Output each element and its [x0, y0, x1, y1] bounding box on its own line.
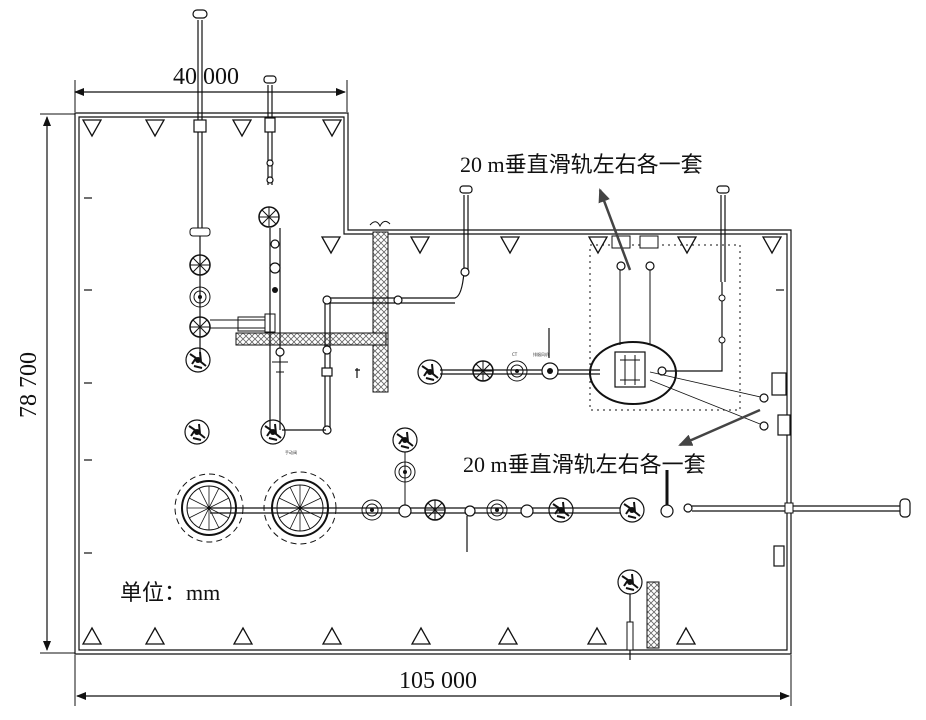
height-label: 78 700: [16, 352, 42, 418]
left-equipment-column: [185, 227, 276, 373]
dashed-room: [589, 235, 766, 427]
fan-icon: [472, 360, 494, 382]
minor-label: 排烟风机: [533, 351, 549, 357]
fan-icon: [189, 316, 211, 338]
middle-pipes: [282, 267, 470, 435]
top-width-label: 40 000: [173, 64, 239, 90]
arrow-icon: [598, 188, 632, 271]
valve-icon: [260, 419, 286, 445]
height-dimension: 78 700: [16, 113, 75, 654]
central-row: CT 排烟风机: [417, 328, 600, 385]
hatched-wall-icon: [235, 231, 660, 649]
second-equipment-column: 手动阀: [258, 206, 297, 455]
minor-label: 手动阀: [285, 449, 297, 455]
minor-label: CT: [512, 352, 518, 357]
bottom-nozzle: [617, 569, 643, 660]
rail-upper-annotation: 20 m垂直滑轨左右各一套: [460, 152, 703, 177]
valve-icon: [185, 347, 211, 373]
triangle-marker-icon: [82, 119, 782, 645]
unit-label: 单位：mm: [120, 580, 220, 605]
fan-icon: [258, 206, 280, 228]
bottom-width-dimension: 105 000: [74, 655, 792, 706]
valve-icon: [506, 360, 528, 382]
fan-icon: [263, 471, 337, 545]
fan-icon: [189, 254, 211, 276]
valve-icon: [417, 359, 443, 385]
bottom-width-label: 105 000: [399, 668, 477, 694]
wall-ticks: [84, 197, 784, 554]
right-wall-equipment: [759, 372, 791, 567]
lower-row: [174, 419, 911, 552]
highlight-ellipse: [589, 341, 677, 405]
fan-icon: [174, 473, 244, 543]
arrow-icon: [678, 408, 761, 447]
top-width-dimension: 40 000: [74, 64, 348, 112]
building-outline: [74, 112, 792, 655]
pipe-risers: [192, 9, 730, 282]
rail-lower-annotation: 20 m垂直滑轨左右各一套: [463, 452, 706, 477]
